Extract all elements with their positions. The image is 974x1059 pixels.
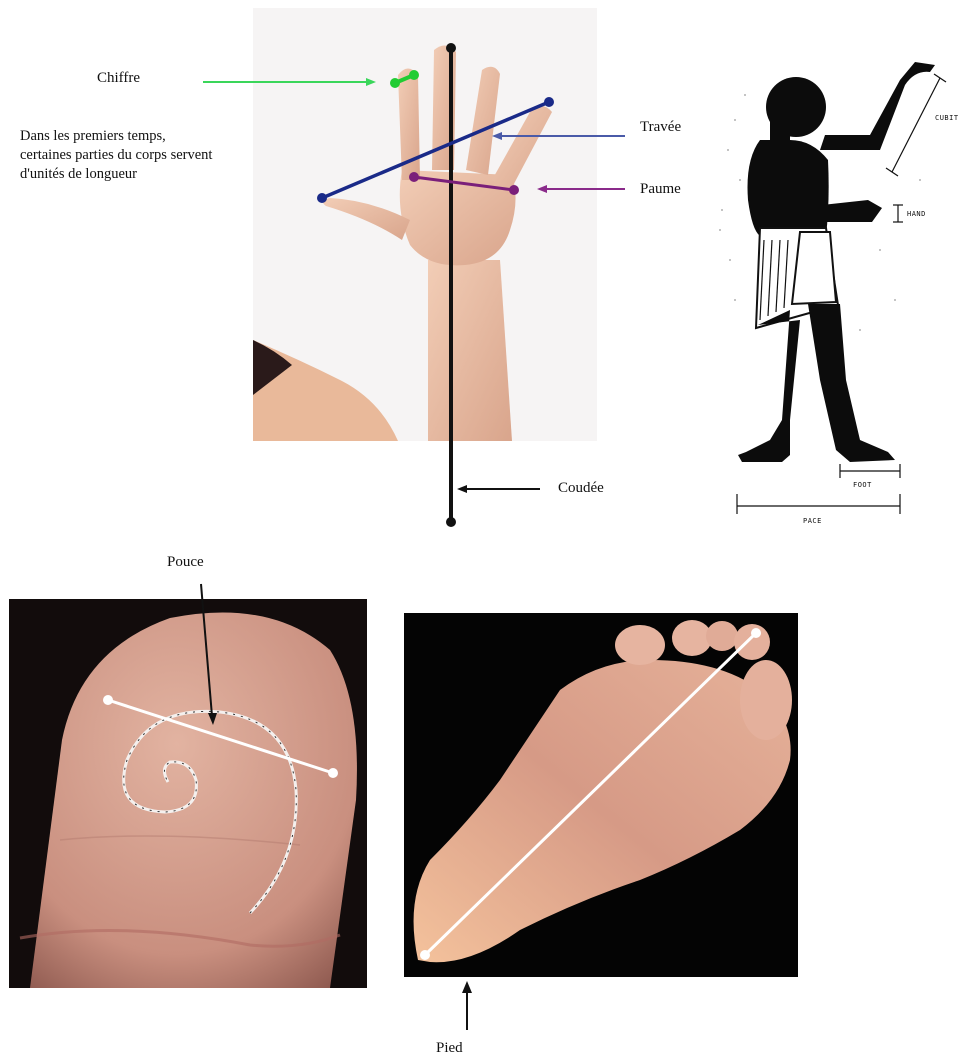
cubit-annotation: CUBIT — [935, 114, 959, 122]
hand-annotation: HAND — [907, 210, 926, 218]
thumb-photo — [9, 599, 367, 988]
cubit-label: Coudée — [558, 480, 604, 497]
span-label: Travée — [640, 119, 681, 136]
foot-arrow — [462, 981, 472, 1030]
intro-text: Dans les premiers temps, certaines parti… — [20, 127, 220, 184]
pace-annotation: PACE — [803, 517, 822, 525]
thumb-label: Pouce — [167, 554, 204, 571]
hand-photo — [253, 8, 597, 441]
digit-label: Chiffre — [97, 70, 140, 87]
egyptian-figure — [705, 40, 974, 530]
foot-photo — [404, 613, 798, 977]
palm-label: Paume — [640, 181, 681, 198]
foot-label: Pied — [436, 1040, 463, 1057]
foot-annotation: FOOT — [853, 481, 872, 489]
cubit-arrow — [457, 485, 540, 493]
